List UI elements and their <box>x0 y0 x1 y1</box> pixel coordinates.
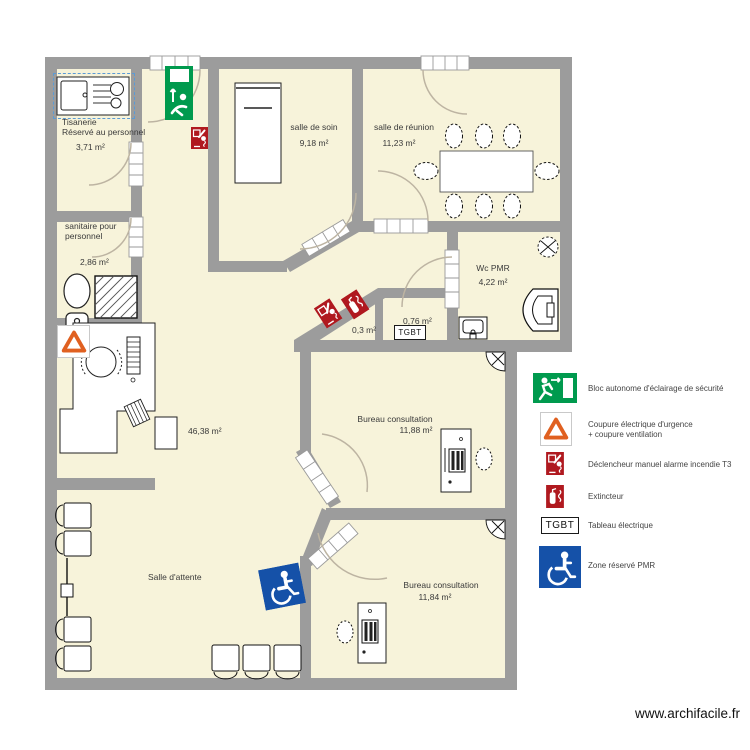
room-label-salle-de-reunion: salle de réunion <box>373 122 435 132</box>
fire-alarm-icon[interactable] <box>313 298 346 333</box>
watermark: www.archifacile.fr <box>634 706 740 721</box>
room-label-salle-de-soin: salle de soin <box>290 122 338 132</box>
room-area-accueil: 46,38 m² <box>188 426 222 436</box>
extinguisher-icon[interactable] <box>340 289 373 324</box>
legend-power-cut-icon <box>540 412 572 446</box>
consultation-desk-1[interactable] <box>440 428 493 493</box>
legend-label-pmr: Zone réservé PMR <box>588 561 656 570</box>
room-label-sanitaire: sanitaire pour personnel <box>65 221 117 241</box>
kitchen-unit[interactable] <box>56 76 130 116</box>
room-label-bureau-2: Bureau consultation <box>403 580 479 590</box>
legend-exit-sign-icon <box>533 373 577 408</box>
room-label-bureau-1: Bureau consultation <box>357 414 433 424</box>
legend-label-fire-alarm: Déclencheur manuel alarme incendie T3 <box>588 460 732 469</box>
room-area-salle-de-reunion: 11,23 m² <box>382 138 416 148</box>
corner-light-icon[interactable] <box>485 351 506 372</box>
room-area-bureau-1: 11,88 m² <box>399 425 433 435</box>
room-area-placard-tgbt: 0,76 m² <box>403 316 432 326</box>
legend-pmr-icon <box>539 546 581 593</box>
room-area-salle-de-soin: 9,18 m² <box>299 138 329 148</box>
shower[interactable] <box>94 275 138 319</box>
room-area-wc-pmr: 4,22 m² <box>478 277 508 287</box>
selection-outline[interactable] <box>53 73 135 119</box>
legend-fire-alarm-icon <box>546 452 564 480</box>
wall-sink[interactable] <box>458 316 488 340</box>
legend-tgbt-box: TGBT <box>541 517 579 534</box>
consultation-desk-2[interactable] <box>336 602 387 664</box>
tgbt-plan-box[interactable]: TGBT <box>394 325 426 340</box>
waiting-chairs[interactable] <box>55 502 302 680</box>
room-area-sanitaire: 2,86 m² <box>80 257 109 267</box>
staff-toilet[interactable] <box>63 273 91 331</box>
power-cut-icon[interactable] <box>57 325 90 358</box>
room-label-tisanerie: Tisanerie Réservé au personnel <box>62 117 146 137</box>
room-label-salle-attente: Salle d'attente <box>148 572 202 582</box>
room-area-reduit: 0,3 m² <box>352 325 377 335</box>
legend-extinguisher-icon <box>546 485 564 513</box>
legend-label-extinguisher: Extincteur <box>588 492 624 501</box>
pmr-toilet[interactable] <box>522 288 559 332</box>
coat-rack[interactable] <box>60 558 74 616</box>
exit-sign-icon[interactable] <box>165 66 193 125</box>
legend-label-tgbt: Tableau électrique <box>588 521 653 530</box>
legend-label-exit: Bloc autonome d'éclairage de sécurité <box>588 384 724 393</box>
room-area-bureau-2: 11,84 m² <box>418 592 452 602</box>
fire-alarm-icon[interactable] <box>191 127 208 154</box>
corner-light-icon[interactable] <box>485 519 506 540</box>
room-area-tisanerie: 3,71 m² <box>76 142 105 152</box>
examination-bed[interactable] <box>234 82 282 184</box>
legend-label-power-cut: Coupure électrique d'urgence + coupure v… <box>588 420 693 439</box>
meeting-table[interactable] <box>413 123 560 219</box>
pmr-zone-icon[interactable] <box>257 562 307 616</box>
room-label-wc-pmr: Wc PMR <box>476 263 510 273</box>
ceiling-fan-icon[interactable] <box>537 236 559 258</box>
